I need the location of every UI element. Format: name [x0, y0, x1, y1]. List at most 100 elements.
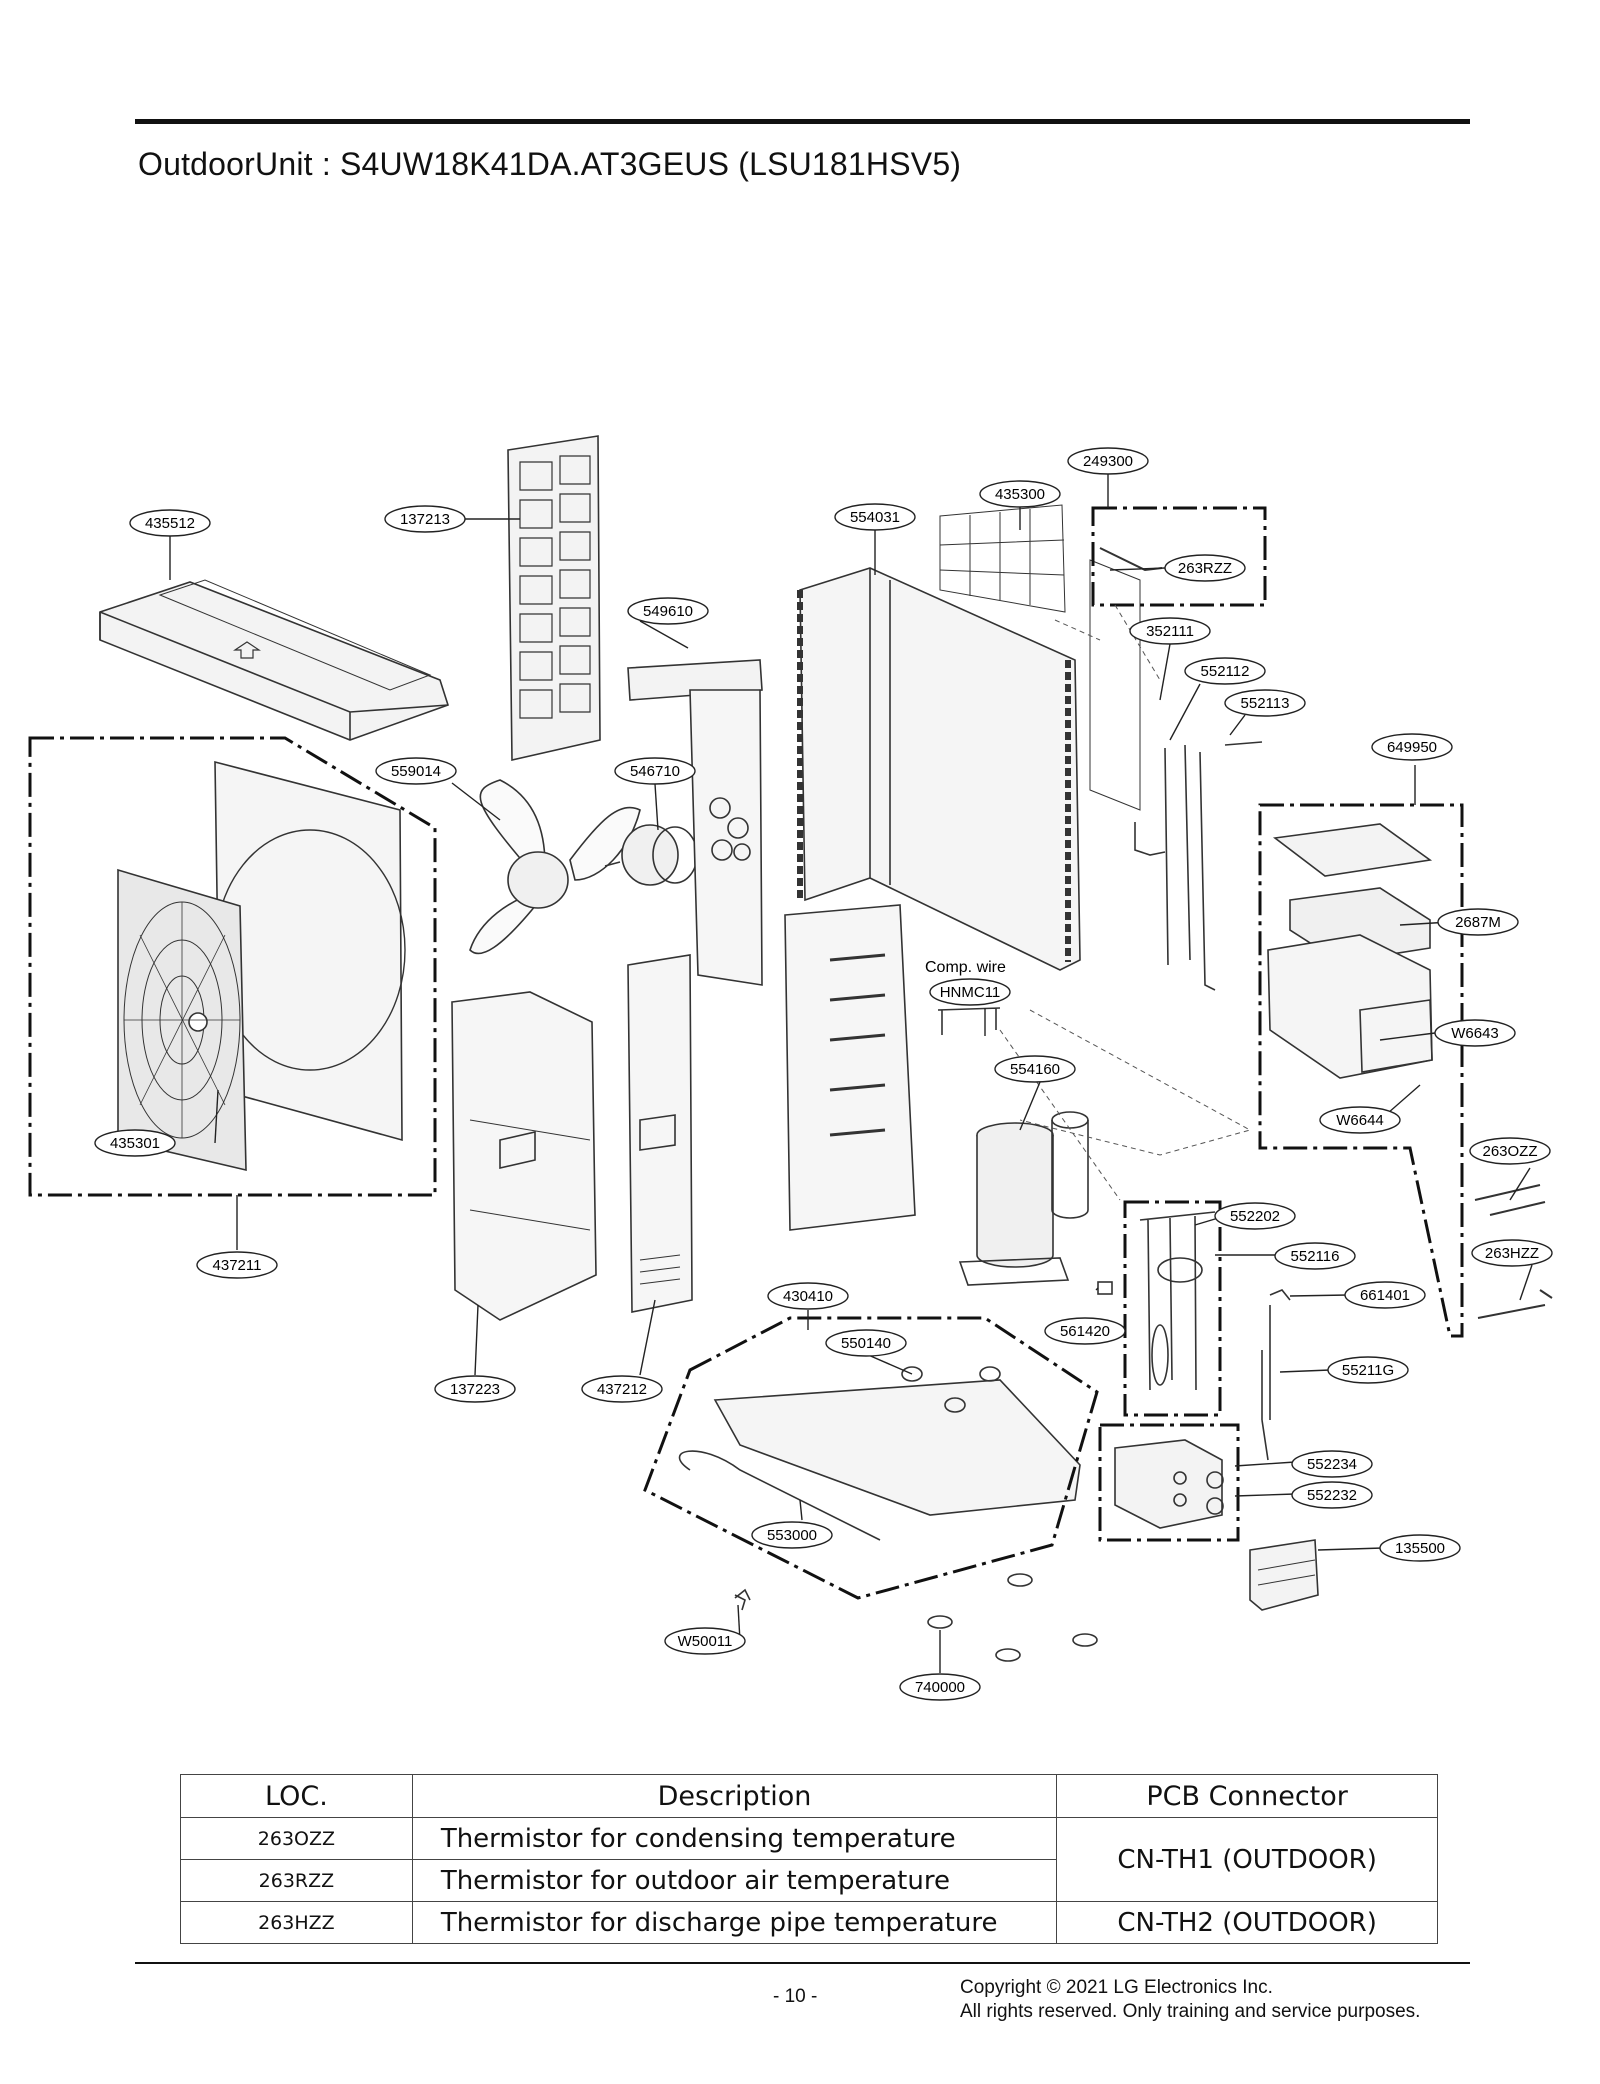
description-cell: Thermistor for discharge pipe temperatur… [411, 1901, 1058, 1944]
page-number: - 10 - [773, 1986, 818, 2007]
service-valve-group-box [1098, 1423, 1240, 1542]
callout-label: 561420 [1060, 1323, 1110, 1340]
table-row: 263RZZ Thermistor for outdoor air temper… [180, 1859, 1438, 1902]
piping-part [1134, 741, 1263, 991]
callout-label: W50011 [678, 1633, 733, 1650]
callout-249300: 249300 [1067, 447, 1149, 475]
loc-cell: 263HZZ [180, 1901, 413, 1944]
table-header: PCB Connector [1056, 1774, 1438, 1818]
callout-554031: 554031 [834, 503, 916, 531]
callout-label: 437212 [597, 1381, 647, 1398]
side-grille-part [507, 435, 601, 761]
callout-label: 263RZZ [1178, 560, 1232, 577]
callout-label: W6644 [1336, 1112, 1384, 1129]
valve-group-box [1123, 1200, 1222, 1417]
callout-label: 740000 [915, 1679, 965, 1696]
callout-552112: 552112 [1184, 657, 1266, 685]
page-title: OutdoorUnit : S4UW18K41DA.AT3GEUS (LSU18… [138, 146, 962, 182]
callout-label: 549610 [643, 603, 693, 620]
callout-label: 435512 [145, 515, 195, 532]
front-panel-part [117, 760, 406, 1172]
table-header-row: LOC. Description PCB Connector [180, 1774, 1438, 1818]
callout-549610: 549610 [627, 597, 709, 625]
sensor-group-box [1091, 506, 1267, 607]
callout-label: HNMC11 [940, 984, 1001, 1001]
exploded-parts-diagram: 435512 137213 554031 435300 249300 263RZ… [28, 435, 1553, 1701]
fan-motor-part [604, 824, 698, 886]
frame-part [784, 904, 916, 1231]
leader-dashed [1054, 604, 1161, 681]
front-panel-group-box [28, 736, 437, 1197]
callout-label: 552202 [1230, 1208, 1280, 1225]
callout-55211G: 55211G [1327, 1356, 1409, 1384]
callout-137223: 137223 [434, 1375, 516, 1403]
callout-label: 135500 [1395, 1540, 1445, 1557]
callout-label: 559014 [391, 763, 441, 780]
description-cell: Thermistor for condensing temperature [411, 1817, 1058, 1860]
base-pan-part [678, 1366, 1081, 1541]
side-panel-part [451, 991, 597, 1321]
table-header: LOC. [180, 1774, 413, 1818]
callout-label: 430410 [783, 1288, 833, 1305]
valve-cover-part [1249, 1539, 1319, 1611]
compressor-part [958, 1111, 1089, 1286]
callout-label: 553000 [767, 1527, 817, 1544]
heat-exchanger-part [797, 567, 1081, 971]
expansion-pipe-part [1261, 1289, 1291, 1461]
callout-552116: 552116 [1274, 1242, 1356, 1270]
callout-435300: 435300 [979, 480, 1061, 508]
callout-435301: 435301 [94, 1129, 176, 1157]
loc-cell: 263OZZ [180, 1817, 413, 1860]
top-cover-part [99, 579, 449, 741]
base-pan-group-box [643, 1316, 1099, 1600]
callout-546710: 546710 [614, 757, 696, 785]
screw-part [734, 1588, 751, 1601]
fan-blade-part [469, 779, 641, 955]
leader-lines [169, 474, 1533, 1673]
rear-grille-part [939, 504, 1141, 811]
copyright-line: Copyright © 2021 LG Electronics Inc. [960, 1977, 1273, 1998]
callout-561420: 561420 [1044, 1317, 1126, 1345]
callout-552202: 552202 [1214, 1202, 1296, 1230]
callout-label: 263HZZ [1485, 1245, 1539, 1262]
callout-2687M: 2687M [1437, 908, 1519, 936]
table-header: Description [411, 1774, 1058, 1818]
callout-135500: 135500 [1379, 1534, 1461, 1562]
connector-part [1097, 1281, 1113, 1295]
callout-label: 137213 [400, 511, 450, 528]
callout-263RZZ: 263RZZ [1164, 554, 1246, 582]
callout-label: 546710 [630, 763, 680, 780]
callout-label: 554160 [1010, 1061, 1060, 1078]
vibration-pad-part [734, 1573, 1098, 1662]
callout-649950: 649950 [1371, 733, 1453, 761]
thermistor-table: LOC. Description PCB Connector 263OZZ Th… [180, 1774, 1438, 1944]
callout-label: 2687M [1455, 914, 1501, 931]
description-cell: Thermistor for outdoor air temperature [411, 1859, 1058, 1902]
callout-W6643: W6643 [1434, 1019, 1516, 1047]
callout-label: 649950 [1387, 739, 1437, 756]
callout-label: 554031 [850, 509, 900, 526]
callout-137213: 137213 [384, 505, 466, 533]
callout-label: 55211G [1342, 1362, 1394, 1379]
callout-label: 552234 [1307, 1456, 1357, 1473]
callout-label: 552116 [1291, 1248, 1340, 1265]
callout-HNMC11: HNMC11 [929, 978, 1011, 1006]
callout-label: 552112 [1201, 663, 1250, 680]
callout-437212: 437212 [581, 1375, 663, 1403]
table-row: 263HZZ Thermistor for discharge pipe tem… [180, 1901, 1438, 1944]
callout-430410: 430410 [767, 1282, 849, 1310]
service-valve-part [1114, 1439, 1224, 1529]
callout-labels: 435512 137213 554031 435300 249300 263RZ… [94, 447, 1553, 1701]
callout-label: 550140 [841, 1335, 891, 1352]
comp-wire-route [999, 1009, 1252, 1201]
callout-label: 435301 [110, 1135, 160, 1152]
copyright-notice: Copyright © 2021 LG Electronics Inc. All… [960, 1976, 1420, 2024]
callout-263OZZ: 263OZZ [1469, 1137, 1551, 1165]
control-box-group-box [1258, 803, 1464, 1338]
bottom-rule [135, 1962, 1470, 1964]
table-row: 263OZZ Thermistor for condensing tempera… [180, 1817, 1438, 1902]
callout-263HZZ: 263HZZ [1471, 1239, 1553, 1267]
motor-mount-part [627, 659, 763, 986]
callout-552113: 552113 [1224, 689, 1306, 717]
comp-wire-part [937, 1007, 1001, 1035]
